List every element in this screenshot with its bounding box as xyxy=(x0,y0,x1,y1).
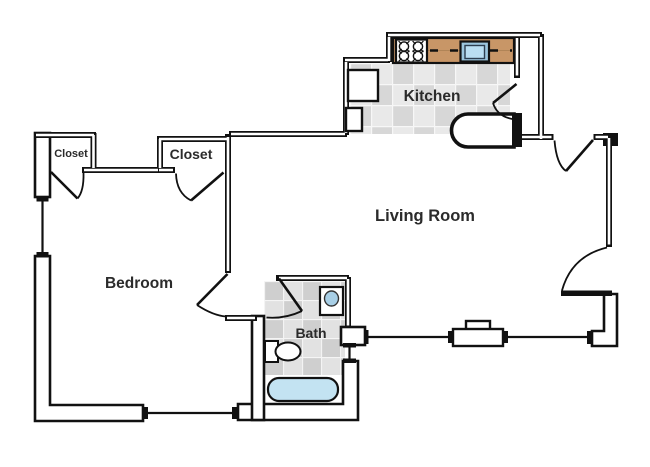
closet-left-wall-column xyxy=(33,131,52,199)
stove-burners-icon xyxy=(394,38,429,64)
bathtub-icon xyxy=(266,376,340,403)
bath-right-wall-chunk xyxy=(339,325,367,347)
closet-right-door-swing xyxy=(175,171,225,202)
bedroom-label: Bedroom xyxy=(105,275,173,292)
peninsula-wall-joint xyxy=(512,113,522,147)
kitchen-sink-icon xyxy=(459,40,491,63)
left-and-bottom-wall xyxy=(33,254,145,423)
kitchen-peninsula-counter xyxy=(449,112,516,149)
living-room-label: Living Room xyxy=(375,207,475,225)
room-labels: Kitchen Living Room Bedroom Bath Closet … xyxy=(54,88,475,341)
hall-door-swing xyxy=(553,139,594,172)
closet-right-label: Closet xyxy=(170,146,213,162)
refrigerator-icon xyxy=(346,68,380,103)
bedroom-door-swing xyxy=(196,273,229,318)
kitchen-label: Kitchen xyxy=(404,88,461,105)
bath-label: Bath xyxy=(295,325,326,341)
entry-door-swing xyxy=(561,246,612,296)
kitchen-cabinet-box xyxy=(344,106,364,133)
exterior-walls xyxy=(33,131,619,423)
bath-door-swing xyxy=(266,277,304,319)
kitchen-fixtures xyxy=(344,36,522,149)
closet-left-door-swing xyxy=(50,171,85,200)
bath-sink-icon xyxy=(318,285,345,317)
bath-fixtures xyxy=(264,285,345,403)
doors xyxy=(50,82,612,319)
toilet-icon xyxy=(264,340,302,363)
closet-left-label: Closet xyxy=(54,148,88,160)
bath-bottom-and-right-wall xyxy=(236,359,360,422)
bath-left-wall xyxy=(250,314,266,422)
windows xyxy=(36,196,592,419)
kitchen-door-swing xyxy=(492,82,518,121)
bottom-right-corner-wall xyxy=(590,292,619,348)
window-box xyxy=(451,327,505,348)
